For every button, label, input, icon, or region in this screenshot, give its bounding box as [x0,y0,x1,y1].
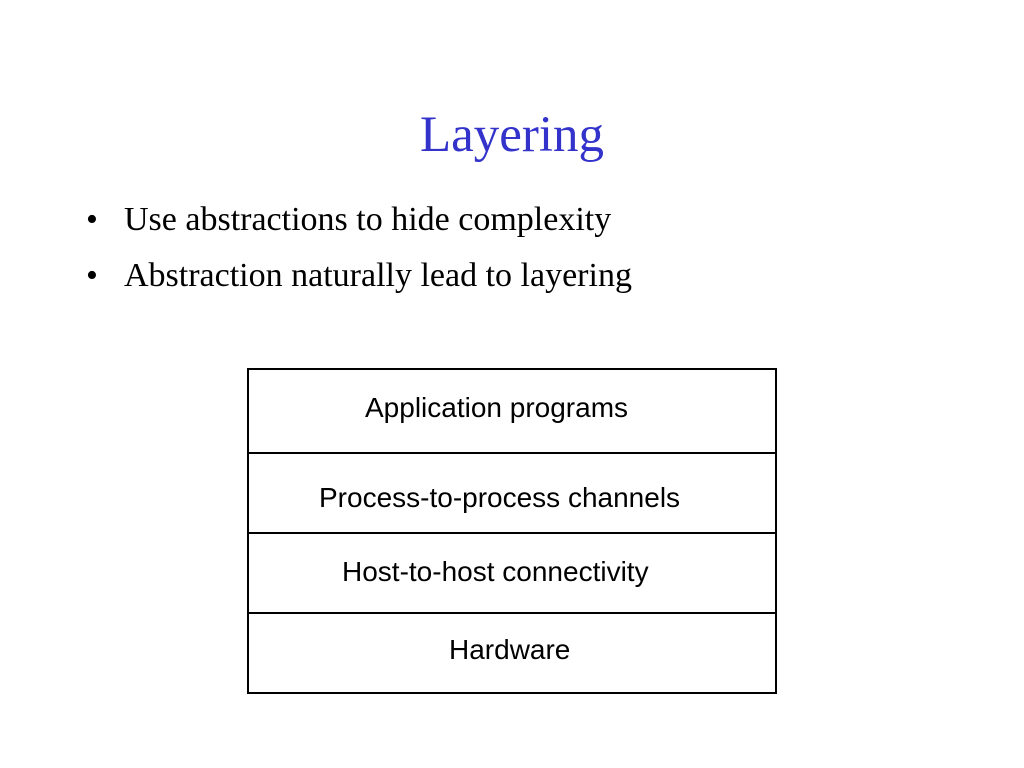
slide-title: Layering [419,107,605,163]
bullet-icon: • [86,201,98,238]
layer-stack-diagram: Application programs Process-to-process … [247,368,777,694]
bullet-list: • Use abstractions to hide complexity • … [86,196,986,308]
bullet-text: Use abstractions to hide complexity [124,201,612,238]
bullet-item: • Use abstractions to hide complexity [86,196,986,252]
layer-label: Application programs [365,392,629,423]
layer-process-to-process-channels: Process-to-process channels [249,454,775,534]
bullet-text: Abstraction naturally lead to layering [124,257,632,294]
bullet-icon: • [86,257,98,294]
layer-application-programs: Application programs [249,370,775,454]
layer-label: Process-to-process channels [319,482,681,513]
bullet-item: • Abstraction naturally lead to layering [86,252,986,308]
layer-hardware: Hardware [249,614,775,692]
layer-label: Hardware [449,634,571,665]
layer-host-to-host-connectivity: Host-to-host connectivity [249,534,775,614]
layer-label: Host-to-host connectivity [342,556,649,587]
